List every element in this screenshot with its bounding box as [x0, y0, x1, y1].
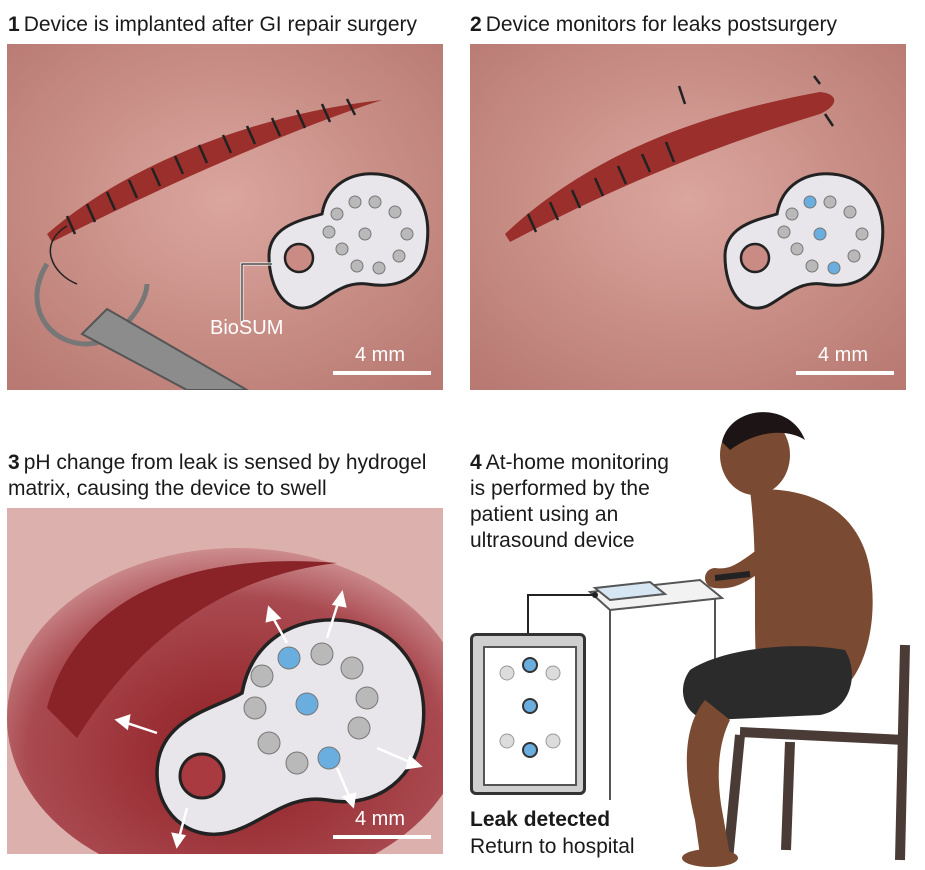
panel-2-number: 2 [470, 13, 482, 36]
tissue-fold [47, 561, 337, 738]
wound-opening [505, 92, 835, 242]
sutures [526, 75, 835, 233]
swell-arrows [114, 590, 423, 849]
panel-3-number: 3 [8, 451, 20, 474]
chair [723, 644, 910, 861]
forceps [80, 307, 249, 390]
panel-4-illustration [460, 400, 920, 870]
biosum-device [723, 172, 885, 310]
panel-1-scale-bar [333, 371, 431, 375]
readout-dots [499, 657, 561, 758]
panel-2-caption-text: Device monitors for leaks postsurgery [485, 13, 837, 36]
panel-2-scale-label: 4 mm [818, 344, 868, 366]
panel-4-caption-line3: patient using an [470, 503, 619, 526]
tablet [592, 580, 668, 602]
ultrasound-readout [470, 633, 586, 795]
panel-1-scale-label: 4 mm [355, 344, 405, 366]
biosum-label: BioSUM [210, 317, 284, 339]
leak-detected-label: Leak detected [470, 808, 611, 831]
panel-3-caption-line1: pH change from leak is sensed by hydroge… [23, 451, 427, 474]
patient-figure [682, 412, 873, 867]
panel-1-caption-text: Device is implanted after GI repair surg… [23, 13, 418, 36]
panel-3-illustration: 4 mm [7, 508, 443, 854]
panel-3-scale-bar [333, 835, 431, 839]
panel-4-caption-line2: is performed by the [470, 477, 650, 500]
panel-2-scale-bar [796, 371, 894, 375]
panel-1-illustration: BioSUM 4 mm [7, 44, 443, 390]
swollen-biosum-device [155, 618, 426, 837]
panel-3-caption-line2: matrix, causing the device to swell [8, 477, 327, 500]
suture-needle [34, 262, 150, 347]
panel-1-number: 1 [8, 13, 20, 36]
panel-4-caption-line4: ultrasound device [470, 529, 635, 552]
return-to-hospital-label: Return to hospital [470, 835, 635, 858]
wound-incision [47, 100, 382, 242]
sutures [65, 98, 357, 235]
panel-4-number: 4 [470, 451, 482, 474]
biosum-device [267, 172, 430, 310]
panel-2-illustration: 4 mm [470, 44, 906, 390]
panel-4-caption-line1: At-home monitoring [485, 451, 669, 474]
panel-3-scale-label: 4 mm [355, 808, 405, 830]
